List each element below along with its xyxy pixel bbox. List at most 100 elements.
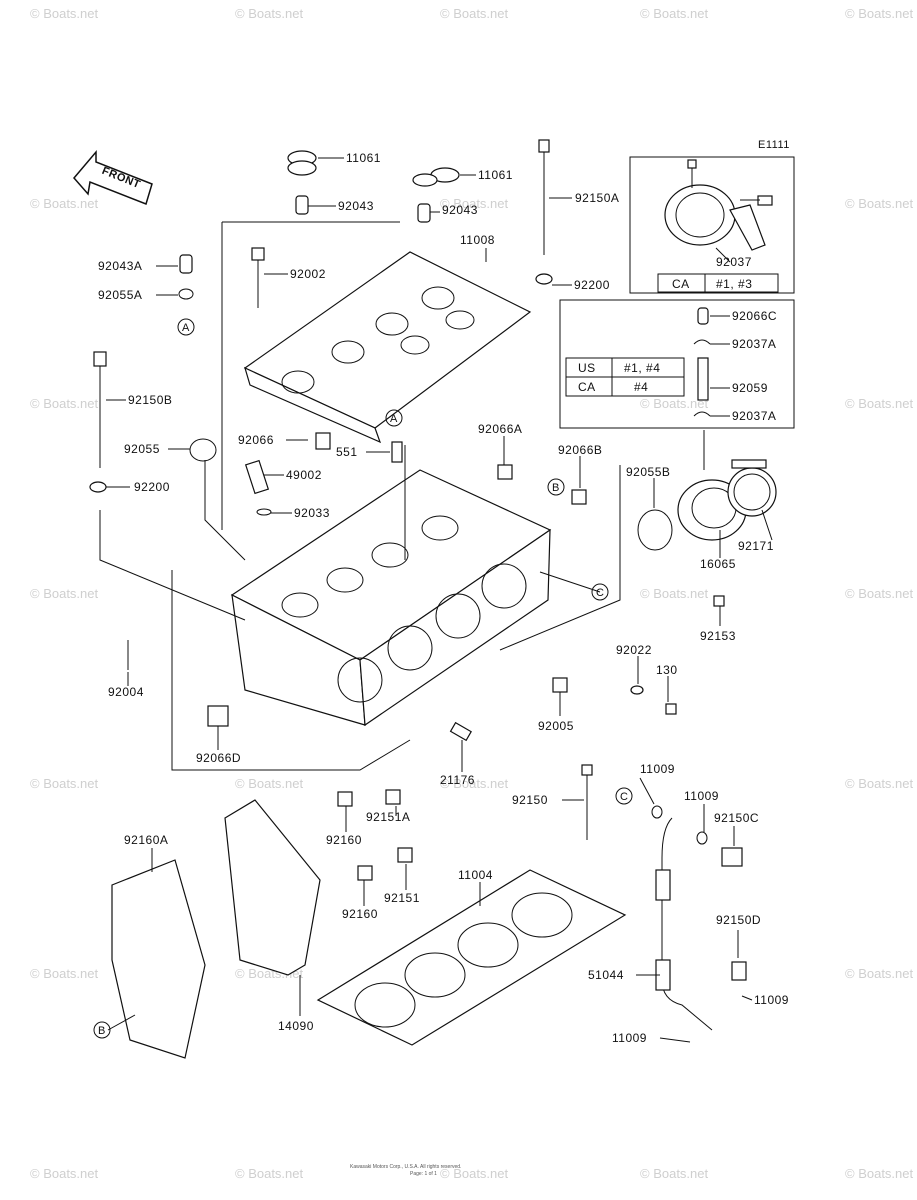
small-parts <box>89 139 708 881</box>
inset-box-middle: US #1, #4 CA #4 <box>559 299 795 429</box>
svg-text:© Boats.net: © Boats.net <box>440 196 509 211</box>
label-11009b: 11009 <box>684 789 719 803</box>
svg-text:© Boats.net: © Boats.net <box>845 776 914 791</box>
table1-col1: CA <box>672 277 690 291</box>
label-92059: 92059 <box>732 381 768 395</box>
callouts: A A B B C C <box>93 318 633 1039</box>
table2-row2-col2: #4 <box>634 380 648 394</box>
label-11009d: 11009 <box>612 1031 647 1045</box>
table2-row1-col2: #1, #4 <box>624 361 660 375</box>
diagram-code: E1111 <box>758 139 790 151</box>
label-92037A-a: 92037A <box>732 337 776 351</box>
label-16065: 16065 <box>700 557 736 571</box>
callout-A2: A <box>390 413 398 425</box>
label-11009a: 11009 <box>640 762 675 776</box>
label-92055: 92055 <box>124 442 160 456</box>
label-11061a: 11061 <box>346 151 381 165</box>
label-92037: 92037 <box>716 255 752 269</box>
label-92151A: 92151A <box>366 810 410 824</box>
label-92066B: 92066B <box>558 443 602 457</box>
label-14090: 14090 <box>278 1019 314 1033</box>
table2-row1-col1: US <box>578 361 596 375</box>
label-92150: 92150 <box>512 793 548 807</box>
callout-A1: A <box>182 322 190 334</box>
svg-text:© Boats.net: © Boats.net <box>845 1166 914 1181</box>
label-92150A: 92150A <box>575 191 619 205</box>
part-labels: 11061 11061 92043 92043 92150A 11008 920… <box>98 151 789 1045</box>
label-92200b: 92200 <box>134 480 170 494</box>
cylinder-head <box>230 441 552 727</box>
label-130: 130 <box>656 663 678 677</box>
label-51044: 51044 <box>588 968 624 982</box>
table2-row2-col1: CA <box>578 380 596 394</box>
cylinder-head-cover <box>243 251 532 444</box>
svg-text:© Boats.net: © Boats.net <box>30 966 99 981</box>
label-92005: 92005 <box>538 719 574 733</box>
label-92150B: 92150B <box>128 393 172 407</box>
head-gasket <box>316 869 627 1046</box>
callout-C2: C <box>620 791 628 803</box>
table1-col2: #1, #3 <box>716 277 752 291</box>
label-92066D: 92066D <box>196 751 241 765</box>
label-92002: 92002 <box>290 267 326 281</box>
label-92160b: 92160 <box>342 907 378 921</box>
label-11004: 11004 <box>458 868 493 882</box>
leader-lines <box>99 157 773 1043</box>
svg-text:© Boats.net: © Boats.net <box>845 396 914 411</box>
svg-text:© Boats.net: © Boats.net <box>30 196 99 211</box>
label-92066: 92066 <box>238 433 274 447</box>
svg-text:© Boats.net: © Boats.net <box>235 1166 304 1181</box>
inset-box-top: CA #1, #3 <box>629 156 795 294</box>
callout-C1: C <box>596 587 604 599</box>
label-92153: 92153 <box>700 629 736 643</box>
label-92066A: 92066A <box>478 422 522 436</box>
label-92037A-b: 92037A <box>732 409 776 423</box>
label-92171: 92171 <box>738 539 774 553</box>
label-92160a: 92160 <box>326 833 362 847</box>
label-11061b: 11061 <box>478 168 513 182</box>
label-92160A: 92160A <box>124 833 168 847</box>
svg-text:© Boats.net: © Boats.net <box>235 776 304 791</box>
svg-text:© Boats.net: © Boats.net <box>640 1166 709 1181</box>
label-92033: 92033 <box>294 506 330 520</box>
svg-text:© Boats.net: © Boats.net <box>845 6 914 21</box>
label-92200a: 92200 <box>574 278 610 292</box>
label-92043A: 92043A <box>98 259 142 273</box>
svg-text:© Boats.net: © Boats.net <box>845 196 914 211</box>
label-551: 551 <box>336 445 358 459</box>
label-92055A: 92055A <box>98 288 142 302</box>
label-92043a: 92043 <box>338 199 374 213</box>
label-11009c: 11009 <box>754 993 789 1007</box>
svg-text:© Boats.net: © Boats.net <box>30 396 99 411</box>
copyright-line-2: Page: 1 of 1 <box>410 1171 437 1177</box>
svg-text:© Boats.net: © Boats.net <box>640 586 709 601</box>
label-11008: 11008 <box>460 233 495 247</box>
oil-pipe <box>655 817 747 1031</box>
svg-text:© Boats.net: © Boats.net <box>30 6 99 21</box>
label-92022: 92022 <box>616 643 652 657</box>
throttle-body-holder <box>637 430 777 607</box>
label-92004: 92004 <box>108 685 144 699</box>
watermark-layer: © Boats.net © Boats.net © Boats.net © Bo… <box>30 6 914 1181</box>
label-92066C: 92066C <box>732 309 777 323</box>
svg-text:© Boats.net: © Boats.net <box>440 6 509 21</box>
svg-text:© Boats.net: © Boats.net <box>640 6 709 21</box>
svg-text:© Boats.net: © Boats.net <box>440 776 509 791</box>
svg-text:© Boats.net: © Boats.net <box>640 396 709 411</box>
svg-text:© Boats.net: © Boats.net <box>30 1166 99 1181</box>
label-92055B: 92055B <box>626 465 670 479</box>
svg-text:© Boats.net: © Boats.net <box>440 1166 509 1181</box>
callout-B1: B <box>552 482 560 494</box>
label-92151: 92151 <box>384 891 420 905</box>
callout-B2: B <box>98 1025 106 1037</box>
svg-text:© Boats.net: © Boats.net <box>845 966 914 981</box>
copyright-line-1: Kawasaki Motors Corp., U.S.A. All rights… <box>350 1164 461 1170</box>
label-49002: 49002 <box>286 468 322 482</box>
svg-text:© Boats.net: © Boats.net <box>30 586 99 601</box>
label-21176: 21176 <box>440 773 475 787</box>
svg-text:© Boats.net: © Boats.net <box>845 586 914 601</box>
label-92150C: 92150C <box>714 811 759 825</box>
label-92150D: 92150D <box>716 913 761 927</box>
side-covers <box>111 799 321 1059</box>
